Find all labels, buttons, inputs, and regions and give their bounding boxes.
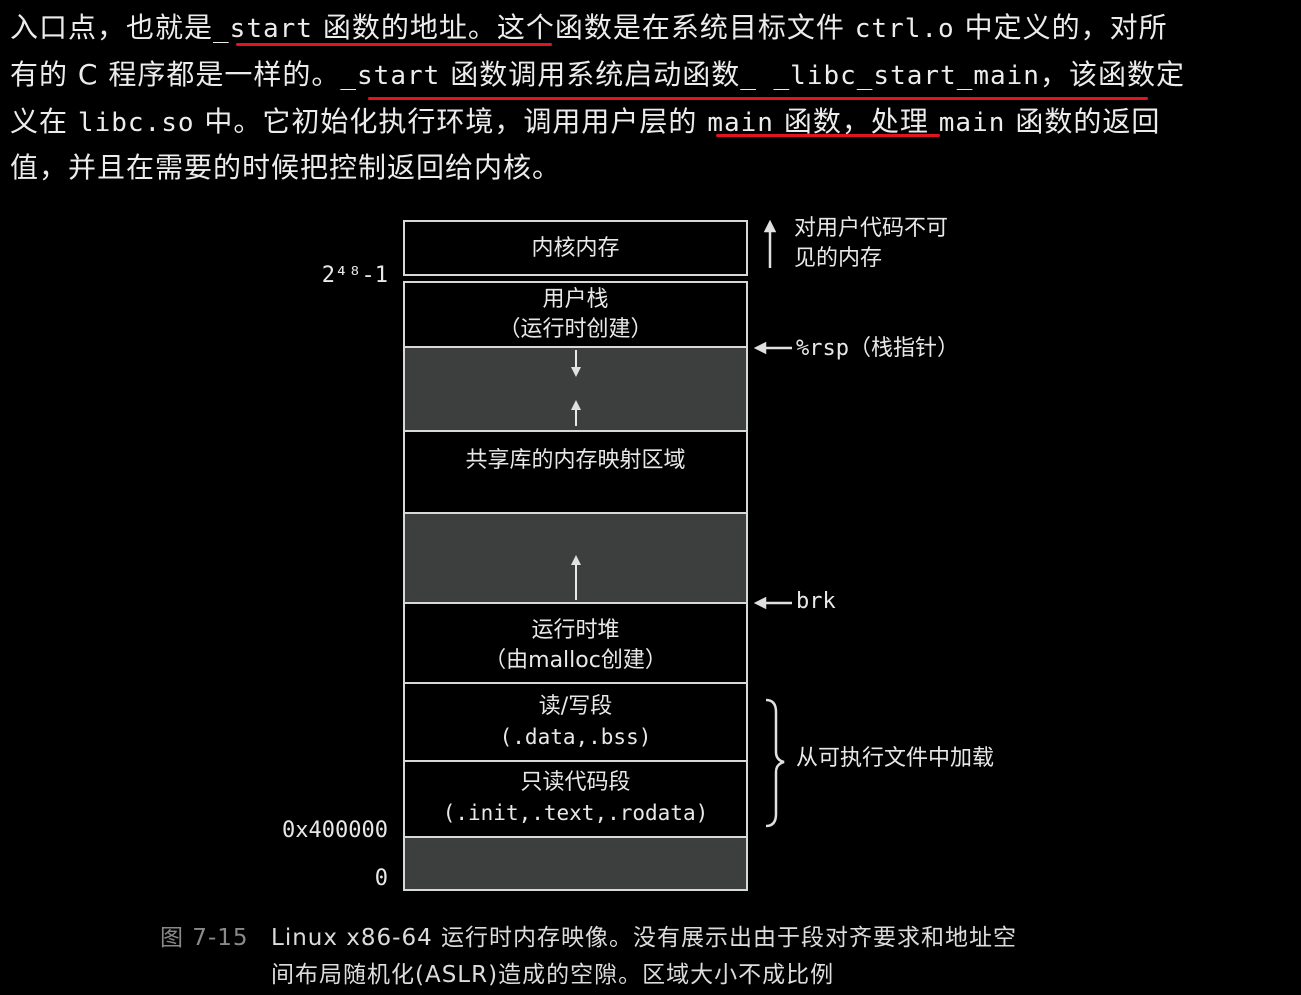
segment-sublabel: （由malloc创建） <box>484 648 667 673</box>
segment-sublabel: (.data,.bss) <box>499 725 652 749</box>
para-text: 值，并且在需要的时候把控制返回给内核。 <box>10 151 562 184</box>
figure-caption-line-1: Linux x86-64 运行时内存映像。没有展示出由于段对齐要求和地址空 <box>271 925 1018 951</box>
segment-sublabel: (.init,.text,.rodata) <box>442 801 709 825</box>
segment-label: 内核内存 <box>531 236 620 261</box>
paragraph-line-2: 有的 C 程序都是一样的。_start 函数调用系统启动函数_ _libc_st… <box>10 53 1185 93</box>
annotation-rsp: %rsp（栈指针） <box>796 334 959 364</box>
para-text: 函数的地址。这个函数是在系统目标文件 <box>322 11 845 44</box>
highlight-underline <box>236 43 552 46</box>
para-text: 函数，处理 <box>783 105 929 138</box>
para-code-ctrl: ctrl.o <box>854 14 955 44</box>
highlight-underline <box>716 134 940 137</box>
annotation-text: （栈指针） <box>848 336 959 361</box>
para-code-main: main <box>707 108 774 138</box>
address-top: 2⁴⁸-1 <box>321 263 388 288</box>
para-code-start: _start <box>213 14 313 44</box>
para-text: ，该函数定 <box>1039 58 1185 91</box>
segment-shared-libraries: 共享库的内存映射区域 <box>403 430 748 514</box>
para-text: 函数的返回 <box>1015 105 1161 138</box>
annotation-text: 见的内存 <box>794 246 883 271</box>
register-name: %rsp <box>796 336 849 361</box>
figure-number: 图 7-15 <box>160 925 249 951</box>
para-code-main: main <box>938 108 1006 138</box>
paragraph-line-1: 入口点，也就是_start 函数的地址。这个函数是在系统目标文件 ctrl.o … <box>10 6 1168 46</box>
para-code-start: _start <box>340 61 441 91</box>
para-text: 中。它初始化执行环境，调用用户层的 <box>204 105 698 138</box>
paragraph-line-3: 义在 libc.so 中。它初始化执行环境，调用用户层的 main 函数，处理 … <box>10 100 1160 140</box>
para-text: 函数调用系统启动函数 <box>450 58 741 91</box>
annotation-brk: brk <box>796 589 836 614</box>
segment-runtime-heap: 运行时堆 （由malloc创建） <box>403 602 748 684</box>
annotation-loaded-from-executable: 从可执行文件中加载 <box>796 746 995 771</box>
address-text-start: 0x400000 <box>282 818 388 843</box>
segment-label: 用户栈 <box>542 287 609 312</box>
para-text: 义在 <box>10 105 69 138</box>
highlight-underline <box>368 97 1148 100</box>
para-code-libc-start-main: _ _libc_start_main <box>740 61 1040 91</box>
para-text: 中定义的，对所 <box>964 11 1168 44</box>
segment-kernel-memory: 内核内存 <box>403 220 748 276</box>
para-code-libc: libc.so <box>77 108 195 138</box>
figure-caption-line-2: 间布局随机化(ASLR)造成的空隙。区域大小不成比例 <box>271 962 835 988</box>
segment-label: 只读代码段 <box>520 770 631 795</box>
segment-label: 读/写段 <box>538 694 613 719</box>
segment-bottom-gap <box>403 836 748 891</box>
address-zero: 0 <box>374 866 388 891</box>
segment-read-only-code: 只读代码段 (.init,.text,.rodata) <box>403 760 748 838</box>
paragraph-line-4: 值，并且在需要的时候把控制返回给内核。 <box>10 146 561 186</box>
para-text: 有的 C 程序都是一样的。 <box>10 58 341 91</box>
annotation-text: 对用户代码不可 <box>794 216 949 241</box>
brace-icon <box>765 698 785 828</box>
segment-user-stack: 用户栈 （运行时创建） <box>403 281 748 348</box>
segment-label: 运行时堆 <box>531 618 620 643</box>
segment-label: 共享库的内存映射区域 <box>465 448 686 473</box>
annotation-invisible-memory: 对用户代码不可 见的内存 <box>794 214 948 274</box>
segment-sublabel: （运行时创建） <box>498 317 653 342</box>
para-text: 入口点，也就是 <box>10 11 214 44</box>
